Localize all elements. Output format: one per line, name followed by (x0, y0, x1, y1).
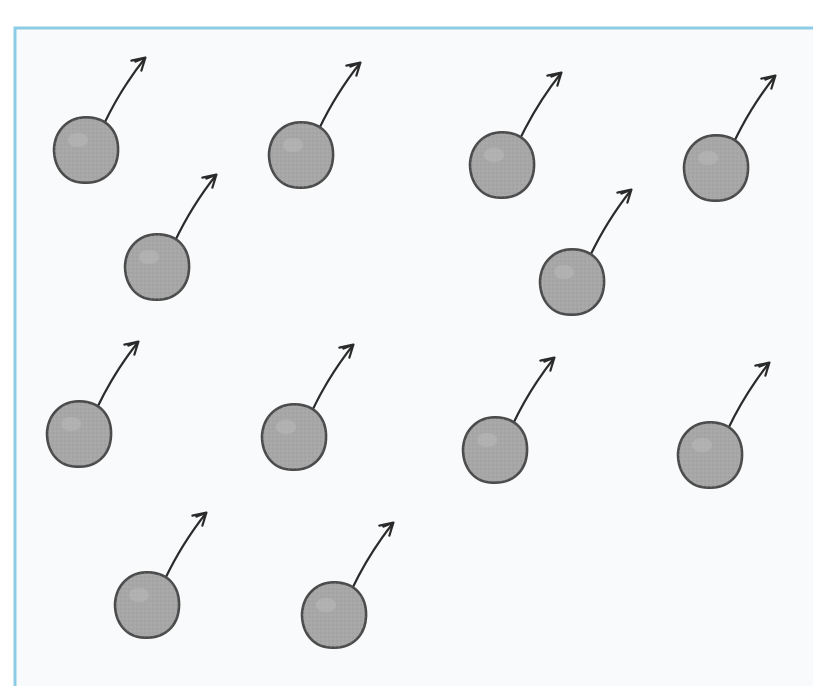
ball-texture (302, 582, 366, 647)
ball-highlight (477, 433, 497, 447)
ball-texture (54, 117, 118, 182)
ball-texture (47, 401, 111, 466)
ball-highlight (484, 148, 504, 162)
ball-highlight (139, 250, 159, 264)
ball-highlight (698, 151, 718, 165)
ball-texture (540, 249, 604, 314)
ball-highlight (276, 420, 296, 434)
ball-texture (262, 404, 326, 469)
ball-highlight (68, 133, 88, 147)
ball-highlight (129, 588, 149, 602)
ball-highlight (692, 438, 712, 452)
ball-highlight (316, 598, 336, 612)
ball-texture (684, 135, 748, 200)
ball-texture (678, 422, 742, 487)
ball-texture (470, 132, 534, 197)
ball-highlight (61, 417, 81, 431)
ball-texture (115, 572, 179, 637)
ball-texture (269, 122, 333, 187)
ball-highlight (554, 265, 574, 279)
ball-texture (125, 234, 189, 299)
ball-texture (463, 417, 527, 482)
ball-highlight (283, 138, 303, 152)
